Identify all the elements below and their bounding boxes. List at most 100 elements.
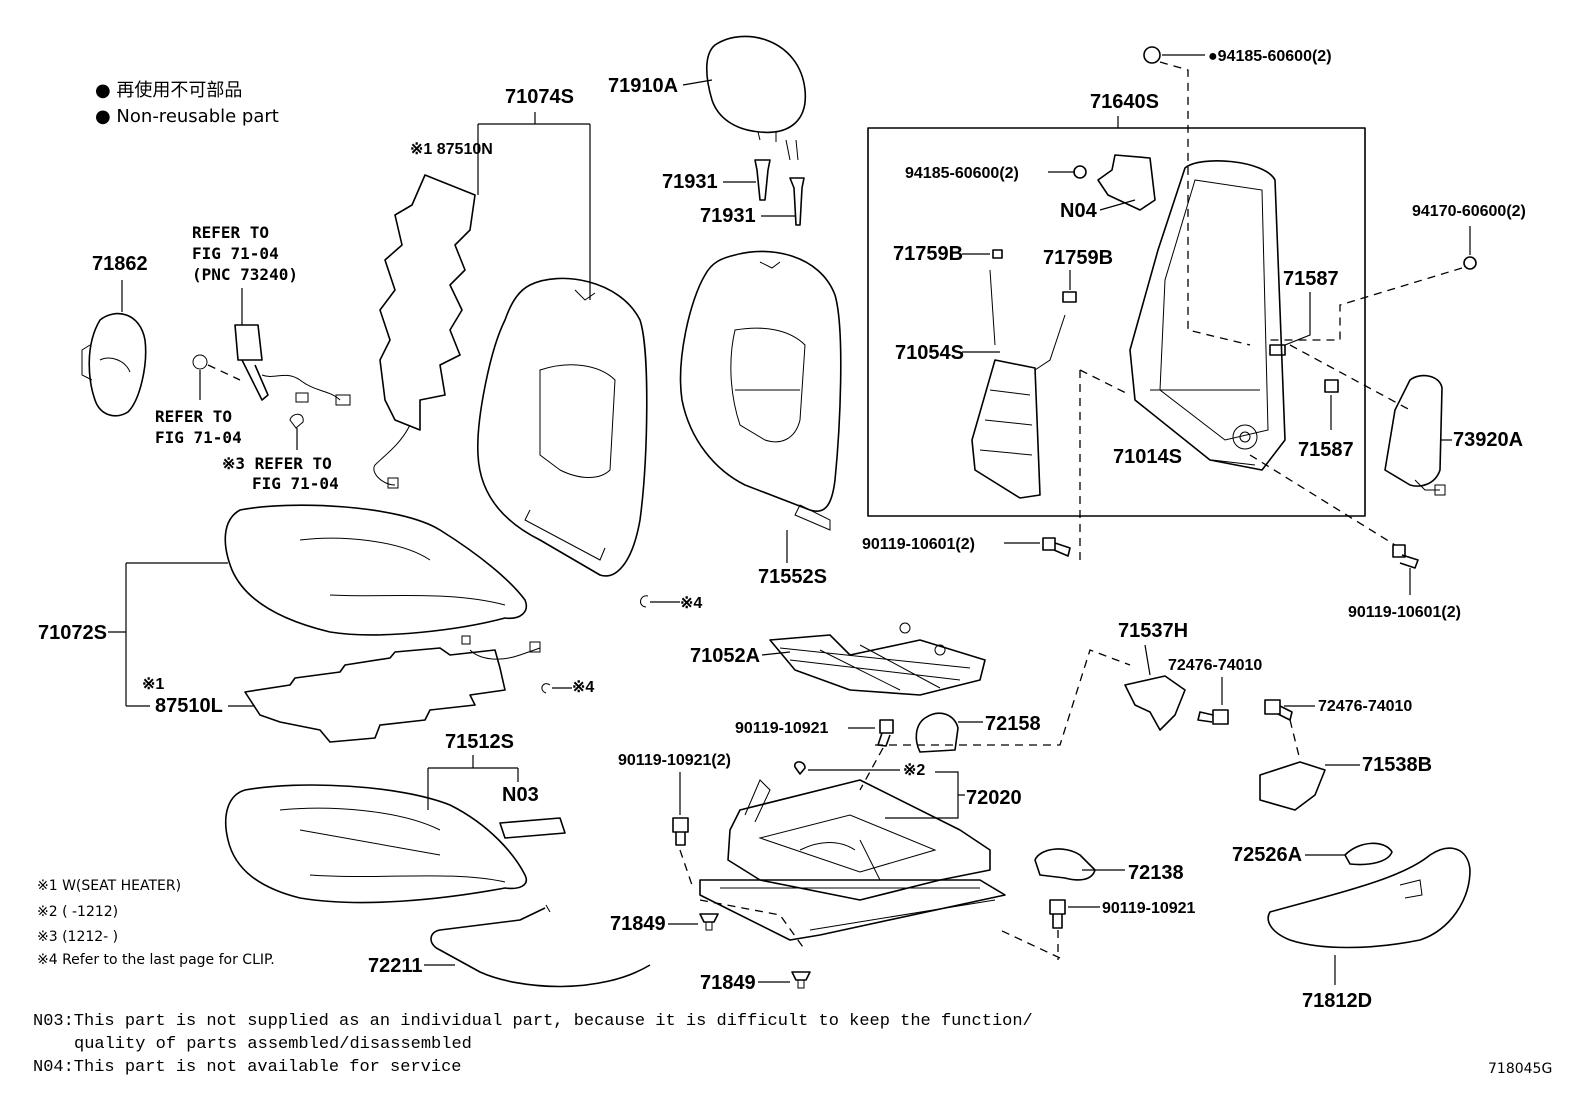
label-72476-upper: 72476-74010	[1168, 657, 1262, 674]
label-87510L: 87510L	[155, 695, 223, 717]
seatback-frame-drawing	[1129, 160, 1286, 471]
label-71862: 71862	[92, 253, 148, 275]
bracket-71538B-drawing	[1259, 761, 1326, 811]
label-90119-10601-left: 90119-10601(2)	[862, 536, 975, 553]
label-71014S: 71014S	[1113, 446, 1182, 468]
refer-note-2-line1: REFER TO	[155, 407, 232, 426]
label-94185-mid: 94185-60600(2)	[905, 165, 1019, 182]
label-72211: 72211	[368, 955, 423, 977]
label-71538B: 71538B	[1362, 754, 1432, 776]
label-90119-10921-two: 90119-10921(2)	[618, 752, 731, 769]
refer-note-1-line1: REFER TO	[192, 223, 269, 242]
refer-note-1-line3: (PNC 73240)	[192, 265, 298, 284]
bolt-90119-10601-left-drawing	[1042, 537, 1071, 557]
label-94185-top: ●94185-60600(2)	[1208, 48, 1332, 65]
label-71849-lower: 71849	[700, 972, 756, 994]
label-71512S: 71512S	[445, 731, 514, 753]
label-N03: N03	[502, 784, 539, 806]
refer-note-3-line1: ※3 REFER TO	[222, 454, 332, 473]
clip-71849-upper-drawing	[699, 913, 719, 931]
bracket-71537H-drawing	[1124, 675, 1186, 731]
label-71074S: 71074S	[505, 86, 574, 108]
seat-cushion-pad-drawing	[224, 784, 566, 904]
spring-71052A-drawing	[769, 622, 986, 696]
headrest-support-drawing	[754, 159, 805, 226]
refer-note-1-line2: FIG 71-04	[192, 244, 279, 263]
seatbelt-buckle-drawing	[192, 324, 351, 429]
seat-adjuster-72020-drawing	[699, 779, 1006, 941]
note-N03-line1: N03:This part is not supplied as an indi…	[33, 1012, 1033, 1031]
cover-72158-drawing	[915, 712, 959, 753]
bolt-90119-10601-right-drawing	[1392, 544, 1419, 569]
refer-note-3-line2: FIG 71-04	[252, 474, 339, 493]
label-mark2: ※2	[903, 762, 925, 779]
bolt-90119-10921-two-drawing	[672, 817, 689, 846]
note-N04: N04:This part is not available for servi…	[33, 1058, 461, 1077]
clip-71759B-left-drawing	[992, 249, 1003, 259]
footnotes: ※1 W(SEAT HEATER) ※2 ( -1212) ※3 (1212- …	[33, 878, 1033, 1077]
side-trim-73920A-drawing	[1384, 374, 1446, 496]
label-71552S: 71552S	[758, 566, 827, 588]
label-71759B-right: 71759B	[1043, 247, 1113, 269]
seat-heater-mat-drawing	[244, 635, 541, 743]
label-clip-mark-lower: ※4	[572, 679, 594, 696]
label-94170: 94170-60600(2)	[1412, 203, 1526, 220]
note-1: ※1 W(SEAT HEATER)	[37, 878, 181, 894]
seatback-cover-drawing	[477, 277, 648, 577]
legend-line-japanese: ● 再使用不可部品	[95, 80, 242, 101]
label-87510N: ※1 87510N	[410, 141, 493, 158]
label-72138: 72138	[1128, 862, 1184, 884]
label-71537H: 71537H	[1118, 620, 1188, 642]
wire-72211-drawing	[430, 904, 651, 988]
label-71072S: 71072S	[38, 622, 107, 644]
label-71849-upper: 71849	[610, 913, 666, 935]
bolt-90119-10921-upper-drawing	[877, 719, 894, 747]
note-4: ※4 Refer to the last page for CLIP.	[37, 952, 275, 968]
label-71054S: 71054S	[895, 342, 964, 364]
label-71052A: 71052A	[690, 645, 760, 667]
side-shield-71812D-drawing	[1267, 847, 1471, 949]
label-72158: 72158	[985, 713, 1041, 735]
bracket-71587-lower-drawing	[1324, 379, 1339, 393]
label-71931-lower: 71931	[700, 205, 756, 227]
nut-94170-drawing	[1463, 256, 1477, 270]
seatback-heater-mat-drawing	[373, 174, 476, 489]
label-72526A: 72526A	[1232, 844, 1302, 866]
label-72020: 72020	[966, 787, 1022, 809]
bracket-N04-drawing	[1097, 154, 1156, 211]
note-3: ※3 (1212- )	[37, 929, 118, 945]
refer-note-2-line2: FIG 71-04	[155, 428, 242, 447]
bolt-72476-upper-drawing	[1197, 709, 1229, 725]
label-71931-upper: 71931	[662, 171, 718, 193]
clip-71759B-right-drawing	[1062, 291, 1077, 303]
note-2: ※2 ( -1212)	[37, 904, 118, 920]
cover-72138-drawing	[1034, 848, 1096, 881]
label-71910A: 71910A	[608, 75, 678, 97]
legend: ● 再使用不可部品 ● Non-reusable part	[95, 80, 279, 127]
seat-cushion-cover-drawing	[224, 504, 527, 636]
knob-72526A-drawing	[1344, 842, 1393, 866]
label-71759B-left: 71759B	[893, 243, 963, 265]
label-71587-upper: 71587	[1283, 268, 1339, 290]
label-73920A: 73920A	[1453, 429, 1523, 451]
figure-id: 718045G	[1488, 1061, 1552, 1077]
label-90119-10921-lower: 90119-10921	[1102, 900, 1196, 917]
label-90119-10921-upper: 90119-10921	[735, 720, 829, 737]
lumbar-support-drawing	[971, 269, 1066, 499]
label-71587-lower: 71587	[1298, 439, 1354, 461]
label-71640S: 71640S	[1090, 91, 1159, 113]
bolt-90119-10921-lower-drawing	[1049, 899, 1066, 929]
label-90119-10601-right: 90119-10601(2)	[1348, 604, 1461, 621]
label-clip-mark-upper: ※4	[680, 595, 702, 612]
bracket-71587-upper-drawing	[1269, 344, 1286, 356]
label-N04: N04	[1060, 200, 1098, 222]
label-87510L-mark: ※1	[142, 676, 164, 693]
side-cover-71862-drawing	[81, 312, 147, 417]
seatback-pad-drawing	[679, 250, 842, 531]
note-N03-line2: quality of parts assembled/disassembled	[74, 1035, 472, 1054]
headrest-drawing	[705, 35, 807, 161]
label-72476-lower: 72476-74010	[1318, 698, 1412, 715]
nut-mid-drawing	[1073, 165, 1087, 179]
label-71812D: 71812D	[1302, 990, 1372, 1012]
